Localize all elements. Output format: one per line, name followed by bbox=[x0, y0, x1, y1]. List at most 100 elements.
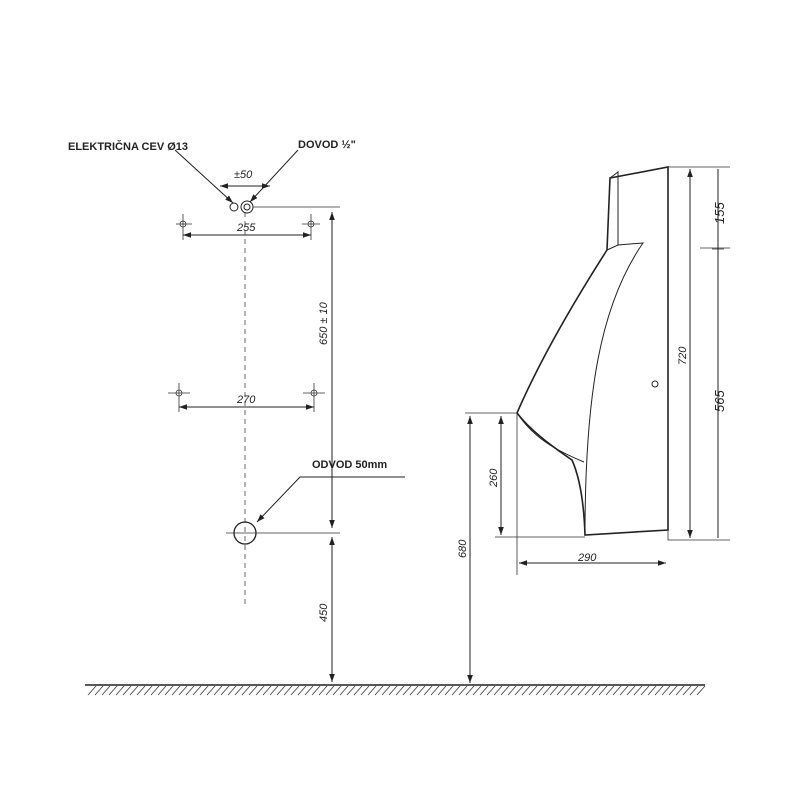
floor-hatch-stroke bbox=[598, 685, 608, 696]
dim-255: 255 bbox=[236, 222, 256, 234]
floor-hatch-stroke bbox=[668, 685, 678, 696]
dim-720: 720 bbox=[677, 346, 689, 365]
floor-hatch-stroke bbox=[325, 685, 335, 696]
floor-hatching bbox=[87, 685, 706, 696]
floor-hatch-stroke bbox=[549, 685, 559, 696]
floor-hatch-stroke bbox=[276, 685, 286, 696]
floor-hatch-stroke bbox=[563, 685, 573, 696]
floor-hatch-stroke bbox=[507, 685, 517, 696]
floor-hatch-stroke bbox=[500, 685, 510, 696]
floor-hatch-stroke bbox=[647, 685, 657, 696]
dim-155: 155 bbox=[712, 202, 727, 224]
floor-hatch-stroke bbox=[409, 685, 419, 696]
floor-hatch-stroke bbox=[213, 685, 223, 696]
floor-hatch-stroke bbox=[430, 685, 440, 696]
floor-hatch-stroke bbox=[395, 685, 405, 696]
floor-hatch-stroke bbox=[374, 685, 384, 696]
floor-hatch-stroke bbox=[199, 685, 209, 696]
floor-hatch-stroke bbox=[87, 685, 97, 696]
floor-hatch-stroke bbox=[605, 685, 615, 696]
floor-hatch-stroke bbox=[178, 685, 188, 696]
lower-mount-right bbox=[303, 383, 325, 412]
floor-hatch-stroke bbox=[458, 685, 468, 696]
floor-hatch-stroke bbox=[479, 685, 489, 696]
floor-hatch-stroke bbox=[248, 685, 258, 696]
floor-hatch-stroke bbox=[577, 685, 587, 696]
floor-hatch-stroke bbox=[304, 685, 314, 696]
urinal-bowl-line bbox=[516, 412, 585, 463]
floor-hatch-stroke bbox=[220, 685, 230, 696]
floor-hatch-stroke bbox=[570, 685, 580, 696]
floor-hatch-stroke bbox=[633, 685, 643, 696]
electric-pipe-symbol bbox=[229, 202, 239, 212]
drain-label: ODVOD 50mm bbox=[312, 459, 387, 471]
floor-hatch-stroke bbox=[143, 685, 153, 696]
floor-hatch-stroke bbox=[367, 685, 377, 696]
urinal-cistern-line bbox=[584, 171, 645, 536]
floor-hatch-stroke bbox=[150, 685, 160, 696]
floor-hatch-stroke bbox=[262, 685, 272, 696]
floor-hatch-stroke bbox=[619, 685, 629, 696]
floor-hatch-stroke bbox=[346, 685, 356, 696]
floor-hatch-stroke bbox=[381, 685, 391, 696]
floor-hatch-stroke bbox=[115, 685, 125, 696]
floor-hatch-stroke bbox=[472, 685, 482, 696]
floor-hatch-stroke bbox=[640, 685, 650, 696]
floor-hatch-stroke bbox=[584, 685, 594, 696]
dim-680: 680 bbox=[457, 539, 469, 558]
supply-label: DOVOD ½" bbox=[298, 139, 356, 151]
dim-260: 260 bbox=[488, 468, 500, 488]
floor-hatch-stroke bbox=[661, 685, 671, 696]
electric-pipe-label: ELEKTRIČNA CEV Ø13 bbox=[68, 140, 188, 153]
floor-hatch-stroke bbox=[675, 685, 685, 696]
floor-hatch-stroke bbox=[444, 685, 454, 696]
floor-hatch-stroke bbox=[654, 685, 664, 696]
floor-hatch-stroke bbox=[696, 685, 706, 696]
floor-hatch-stroke bbox=[416, 685, 426, 696]
floor-hatch-stroke bbox=[626, 685, 636, 696]
drain-leader bbox=[256, 476, 405, 523]
floor-hatch-stroke bbox=[241, 685, 251, 696]
upper-mount-right bbox=[302, 214, 320, 240]
floor-hatch-stroke bbox=[171, 685, 181, 696]
floor-hatch-stroke bbox=[255, 685, 265, 696]
dim-565: 565 bbox=[712, 390, 727, 412]
floor-hatch-stroke bbox=[689, 685, 699, 696]
electric-pipe-leader bbox=[174, 149, 234, 204]
floor-hatch-stroke bbox=[164, 685, 174, 696]
floor-hatch-stroke bbox=[192, 685, 202, 696]
floor-hatch-stroke bbox=[185, 685, 195, 696]
floor-hatch-stroke bbox=[514, 685, 524, 696]
floor-hatch-stroke bbox=[437, 685, 447, 696]
upper-mount-left bbox=[176, 214, 192, 240]
floor-hatch-stroke bbox=[556, 685, 566, 696]
floor-hatch-stroke bbox=[451, 685, 461, 696]
floor-hatch-stroke bbox=[388, 685, 398, 696]
dim-270: 270 bbox=[236, 394, 256, 406]
floor-hatch-stroke bbox=[612, 685, 622, 696]
floor-hatch-stroke bbox=[318, 685, 328, 696]
floor-hatch-stroke bbox=[290, 685, 300, 696]
supply-pipe-inner bbox=[243, 203, 251, 211]
floor-hatch-stroke bbox=[339, 685, 349, 696]
floor-hatch-stroke bbox=[591, 685, 601, 696]
floor-hatch-stroke bbox=[332, 685, 342, 696]
floor-hatch-stroke bbox=[206, 685, 216, 696]
floor-hatch-stroke bbox=[542, 685, 552, 696]
floor-hatch-stroke bbox=[486, 685, 496, 696]
floor-hatch-stroke bbox=[535, 685, 545, 696]
floor-hatch-stroke bbox=[283, 685, 293, 696]
supply-pipe-symbol bbox=[240, 200, 254, 214]
floor-hatch-stroke bbox=[297, 685, 307, 696]
floor-hatch-stroke bbox=[360, 685, 370, 696]
lower-mount-left bbox=[168, 383, 190, 412]
floor-hatch-stroke bbox=[311, 685, 321, 696]
floor-hatch-stroke bbox=[402, 685, 412, 696]
floor-hatch-stroke bbox=[129, 685, 139, 696]
floor-hatch-stroke bbox=[101, 685, 111, 696]
dim-290: 290 bbox=[577, 552, 597, 564]
floor-hatch-stroke bbox=[157, 685, 167, 696]
floor-hatch-stroke bbox=[682, 685, 692, 696]
floor-hatch-stroke bbox=[136, 685, 146, 696]
